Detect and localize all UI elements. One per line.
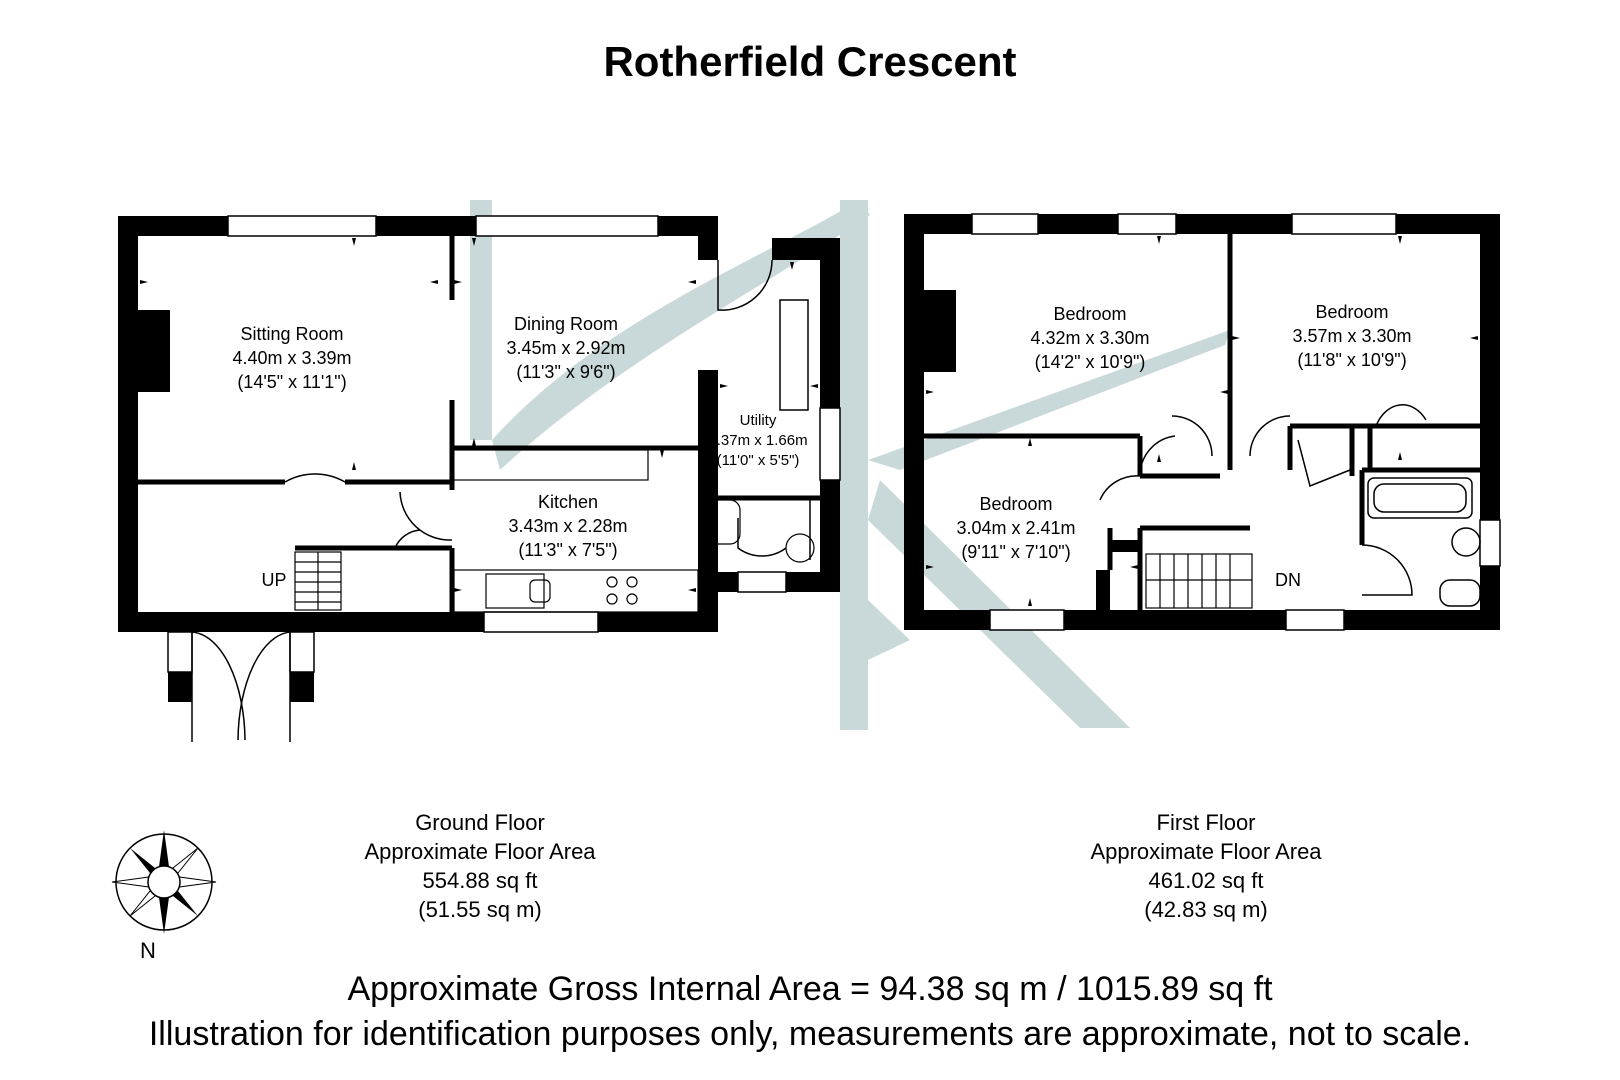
bedroom-2-imperial: (11'8" x 10'9") — [1297, 350, 1406, 370]
first-floor-area-label: Approximate Floor Area — [1090, 839, 1322, 864]
stairs-down-label: DN — [1275, 570, 1301, 590]
ground-dimension-arrows — [140, 238, 818, 592]
room-sitting-room: Sitting Room 4.40m x 3.39m (14'5" x 11'1… — [232, 324, 351, 392]
page-title: Rotherfield Crescent — [603, 38, 1017, 85]
dining-room-name: Dining Room — [514, 314, 618, 334]
first-floor-sq-ft: 461.02 sq ft — [1148, 868, 1264, 893]
bedroom-3-imperial: (9'11" x 7'10") — [961, 542, 1070, 562]
first-floor-walls — [904, 214, 1500, 630]
first-floor-name: First Floor — [1156, 810, 1256, 835]
bedroom-1-metric: 4.32m x 3.30m — [1030, 328, 1149, 348]
first-windows — [971, 213, 1501, 631]
room-dining-room: Dining Room 3.45m x 2.92m (11'3" x 9'6") — [506, 314, 625, 382]
compass-rose-icon — [111, 830, 217, 934]
gross-internal-area: Approximate Gross Internal Area = 94.38 … — [347, 970, 1273, 1008]
dining-room-imperial: (11'3" x 9'6") — [516, 362, 615, 382]
stairs-up-label: UP — [261, 570, 286, 590]
bedroom-3-metric: 3.04m x 2.41m — [956, 518, 1075, 538]
first-floor-sq-m: (42.83 sq m) — [1144, 897, 1268, 922]
room-bedroom-2: Bedroom 3.57m x 3.30m (11'8" x 10'9") — [1292, 302, 1411, 370]
disclaimer: Illustration for identification purposes… — [148, 1015, 1472, 1053]
ground-floor-walls — [118, 216, 840, 702]
compass-north-label: N — [140, 938, 156, 963]
ground-stairs — [294, 551, 342, 611]
ground-floor-sq-m: (51.55 sq m) — [418, 897, 542, 922]
ground-doors — [191, 259, 811, 742]
bedroom-2-name: Bedroom — [1315, 302, 1388, 322]
ground-floor-sq-ft: 554.88 sq ft — [422, 868, 538, 893]
kitchen-name: Kitchen — [538, 492, 598, 512]
sitting-room-imperial: (14'5" x 11'1") — [237, 372, 346, 392]
dining-room-metric: 3.45m x 2.92m — [506, 338, 625, 358]
watermark-logo — [470, 200, 1230, 730]
first-dimension-arrows — [926, 236, 1478, 606]
room-utility: Utility 3.37m x 1.66m (11'0" x 5'5") — [708, 412, 807, 469]
first-doors — [1099, 404, 1481, 607]
bedroom-1-name: Bedroom — [1053, 304, 1126, 324]
utility-imperial: (11'0" x 5'5") — [717, 452, 800, 469]
kitchen-imperial: (11'3" x 7'5") — [518, 540, 617, 560]
bedroom-3-name: Bedroom — [979, 494, 1052, 514]
bedroom-2-metric: 3.57m x 3.30m — [1292, 326, 1411, 346]
ground-windows — [167, 215, 841, 673]
room-bedroom-1: Bedroom 4.32m x 3.30m (14'2" x 10'9") — [1030, 304, 1149, 372]
first-floor-summary: First Floor Approximate Floor Area 461.0… — [1056, 808, 1356, 924]
utility-metric: 3.37m x 1.66m — [708, 432, 807, 449]
bedroom-1-imperial: (14'2" x 10'9") — [1035, 352, 1146, 372]
first-stairs — [1145, 553, 1253, 609]
kitchen-metric: 3.43m x 2.28m — [508, 516, 627, 536]
room-bedroom-3: Bedroom 3.04m x 2.41m (9'11" x 7'10") — [956, 494, 1075, 562]
room-kitchen: Kitchen 3.43m x 2.28m (11'3" x 7'5") — [508, 492, 627, 560]
utility-name: Utility — [740, 412, 777, 429]
ground-floor-summary: Ground Floor Approximate Floor Area 554.… — [330, 808, 630, 924]
sitting-room-metric: 4.40m x 3.39m — [232, 348, 351, 368]
ground-internal-walls — [138, 236, 820, 612]
ground-floor-area-label: Approximate Floor Area — [364, 839, 596, 864]
ground-floor-name: Ground Floor — [415, 810, 545, 835]
sitting-room-name: Sitting Room — [240, 324, 343, 344]
